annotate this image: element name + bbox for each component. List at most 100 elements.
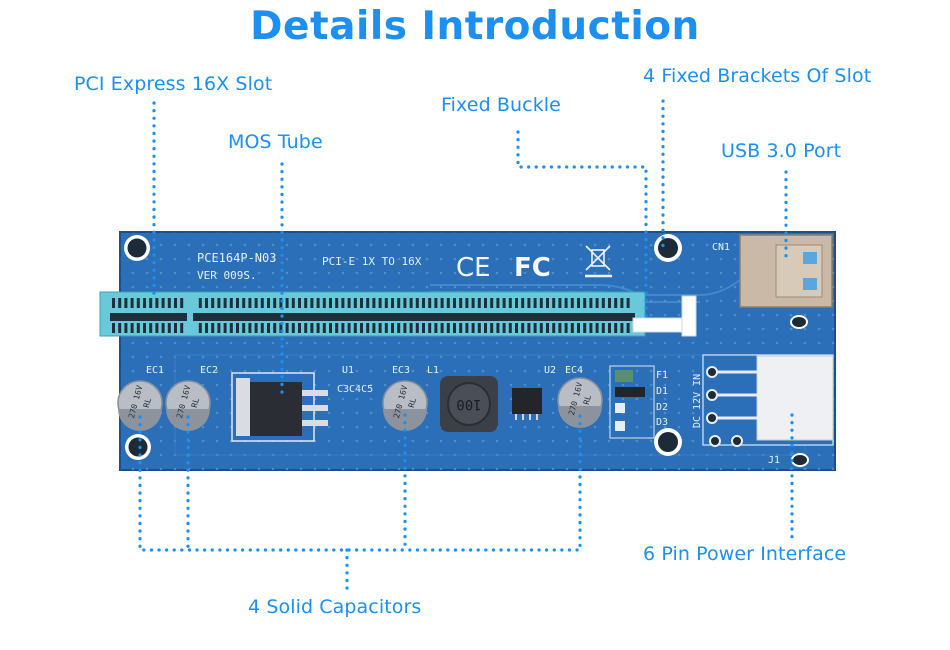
slot-pin xyxy=(508,298,512,308)
slot-pin xyxy=(465,298,469,308)
slot-pin xyxy=(626,298,630,308)
slot-pin xyxy=(298,298,301,308)
slot-pin xyxy=(459,323,463,333)
slot-pin xyxy=(316,298,320,308)
slot-pin xyxy=(502,298,506,308)
ic-chip xyxy=(512,388,542,420)
slot-pin xyxy=(254,323,258,333)
slot-pin xyxy=(490,298,494,308)
slot-pin xyxy=(484,298,487,308)
slot-pin xyxy=(335,323,339,333)
slot-pin xyxy=(496,323,500,333)
slot-pin xyxy=(434,323,438,333)
callout-usb-port: USB 3.0 Port xyxy=(721,140,842,162)
slot-pin xyxy=(291,298,295,308)
slot-pin xyxy=(521,323,525,333)
slot-pin xyxy=(360,323,363,333)
slot-pin xyxy=(415,323,419,333)
board-version-text: VER 009S. xyxy=(197,269,257,282)
capacitor-brand: RL xyxy=(407,397,418,409)
slot-pin xyxy=(558,298,562,308)
slot-pin xyxy=(428,298,432,308)
d1-label: D1 xyxy=(656,386,668,397)
slot-pin xyxy=(601,298,605,308)
slot-pin xyxy=(626,323,630,333)
slot-pin xyxy=(471,298,475,308)
inductor-value: 100 xyxy=(456,396,481,412)
slot-pin xyxy=(347,298,351,308)
slot-pin xyxy=(310,323,314,333)
slot-pin xyxy=(174,323,177,333)
slot-pin xyxy=(155,298,159,308)
f1-label: F1 xyxy=(656,370,668,381)
slot-pin xyxy=(496,298,500,308)
capacitor-brand: RL xyxy=(142,397,153,409)
d3-label: D3 xyxy=(656,417,668,428)
slot-pin xyxy=(391,323,394,333)
slot-pin xyxy=(341,323,345,333)
slot-pin xyxy=(273,298,277,308)
slot-pin xyxy=(595,298,599,308)
power-connector xyxy=(702,354,834,447)
capacitor-brand: RL xyxy=(190,397,201,409)
slot-pin xyxy=(471,323,475,333)
slot-pin xyxy=(198,298,202,308)
slot-pin xyxy=(366,323,370,333)
slot-pin xyxy=(608,298,611,308)
slot-pin xyxy=(440,298,444,308)
slot-pin xyxy=(453,323,456,333)
slot-pin xyxy=(118,323,122,333)
slot-pin xyxy=(217,323,221,333)
slot-pin xyxy=(155,323,159,333)
slot-pin xyxy=(211,298,215,308)
slot-pin xyxy=(515,323,518,333)
slot-pin xyxy=(434,298,438,308)
slot-pin xyxy=(583,323,587,333)
slot-pin xyxy=(322,298,326,308)
slot-pin xyxy=(236,298,239,308)
inductor: 100 xyxy=(440,376,498,432)
slot-pin xyxy=(428,323,432,333)
fcc-mark: FC xyxy=(514,253,551,283)
slot-pin xyxy=(161,323,165,333)
slot-pin xyxy=(335,298,339,308)
slot-pin xyxy=(515,298,518,308)
slot-pin xyxy=(589,298,593,308)
slot-pin xyxy=(508,323,512,333)
slot-pin xyxy=(143,298,146,308)
slot-pin xyxy=(372,298,376,308)
slot-pin xyxy=(372,323,376,333)
slot-pin xyxy=(285,323,289,333)
slot-pin xyxy=(353,323,357,333)
slot-pin xyxy=(310,298,314,308)
slot-pin xyxy=(304,323,308,333)
slot-pin xyxy=(446,298,450,308)
slot-pin xyxy=(229,298,233,308)
slot-pin xyxy=(521,298,525,308)
mos-tube-component xyxy=(231,372,328,442)
cn1-label: CN1 xyxy=(712,242,730,253)
slot-pin xyxy=(502,323,506,333)
slot-pin xyxy=(329,298,332,308)
slot-pin xyxy=(366,298,370,308)
slot-pin xyxy=(527,323,531,333)
slot-pin xyxy=(620,298,624,308)
ec4-label: EC4 xyxy=(565,365,583,376)
slot-pin xyxy=(564,298,568,308)
ec1-label: EC1 xyxy=(146,365,164,376)
slot-pin xyxy=(391,298,394,308)
slot-pin xyxy=(174,298,177,308)
callout-fixed-buckle: Fixed Buckle xyxy=(441,94,561,116)
slot-pin xyxy=(601,323,605,333)
slot-pin xyxy=(322,323,326,333)
slot-pin xyxy=(477,323,481,333)
slot-pin xyxy=(267,323,270,333)
ce-mark: CE xyxy=(456,253,491,283)
slot-pin xyxy=(583,298,587,308)
slot-pin xyxy=(229,323,233,333)
slot-pin xyxy=(533,323,537,333)
slot-pin xyxy=(484,323,487,333)
slot-pin xyxy=(397,298,401,308)
c3c4c5-label: C3C4C5 xyxy=(337,384,373,395)
